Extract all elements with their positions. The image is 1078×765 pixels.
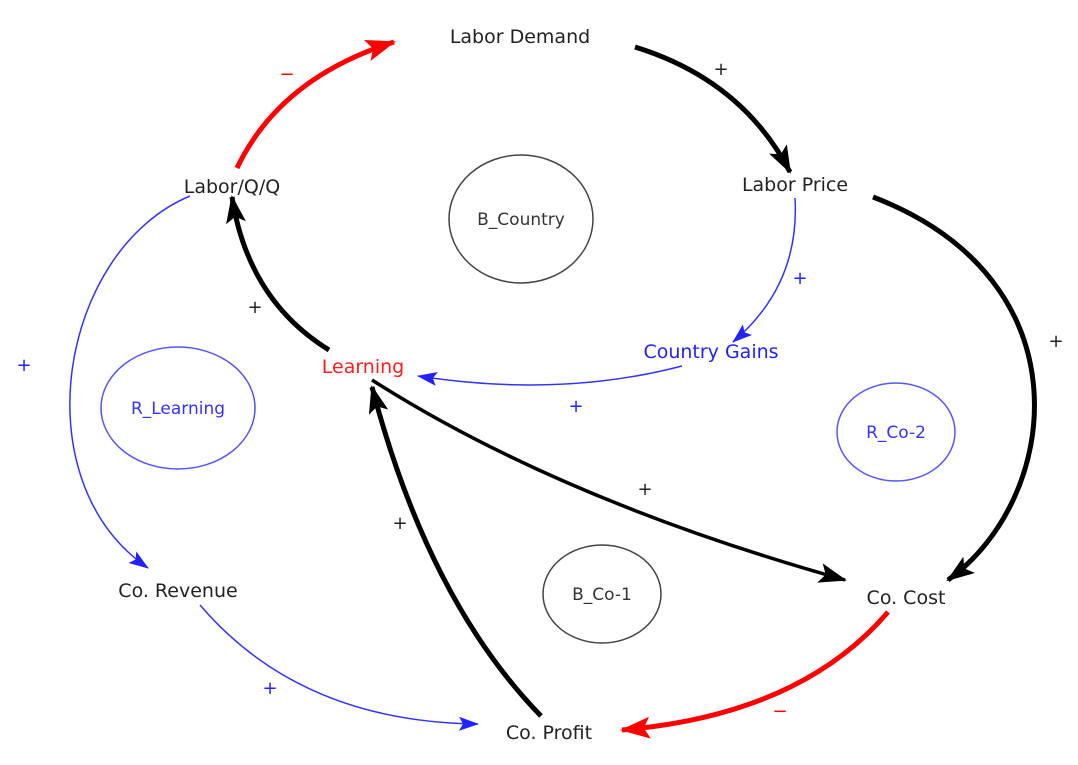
node-learning: Learning (322, 356, 405, 378)
polarity-label: + (262, 678, 277, 699)
polarity-label: + (637, 479, 652, 500)
loop-label: B_Country (477, 210, 565, 230)
loop-label: B_Co-1 (572, 585, 632, 605)
node-labor-demand: Labor Demand (450, 26, 590, 48)
link-learning-to-laborqq (226, 195, 331, 353)
polarity-label: + (247, 297, 262, 318)
node-co-cost: Co. Cost (867, 587, 946, 609)
polarity-label: + (713, 59, 728, 80)
loop-b-co1: B_Co-1 (542, 544, 662, 644)
loop-label: R_Co-2 (866, 423, 926, 443)
polarity-label: + (392, 513, 407, 534)
link-laborqq-to-labordemand (234, 39, 396, 170)
loop-label: R_Learning (131, 399, 225, 419)
node-labor-price: Labor Price (742, 174, 848, 196)
node-co-revenue: Co. Revenue (118, 580, 237, 602)
node-country-gains: Country Gains (643, 341, 778, 363)
polarity-label: − (772, 701, 787, 722)
polarity-label: + (16, 355, 31, 376)
loop-r-learning: R_Learning (100, 346, 256, 470)
link-learning-to-cocost (371, 378, 847, 583)
link-countrygains-to-learning (417, 365, 683, 386)
loop-r-co2: R_Co-2 (836, 382, 956, 482)
link-laborqq-to-corevenue (69, 195, 191, 569)
node-co-profit: Co. Profit (506, 722, 592, 744)
polarity-label: + (792, 268, 807, 289)
link-cocost-to-coprofit (620, 610, 890, 739)
node-labor-qq: Labor/Q/Q (184, 176, 280, 198)
link-coprofit-to-learning (368, 385, 543, 718)
link-labordemand-to-laborprice (634, 44, 793, 174)
polarity-label: − (279, 64, 294, 85)
polarity-label: + (568, 396, 583, 417)
link-laborprice-to-countrygains (732, 197, 797, 343)
loop-b-country: B_Country (448, 154, 594, 284)
link-laborprice-to-cocost (872, 194, 1037, 583)
polarity-label: + (1048, 331, 1063, 352)
link-corevenue-to-coprofit (199, 604, 479, 731)
